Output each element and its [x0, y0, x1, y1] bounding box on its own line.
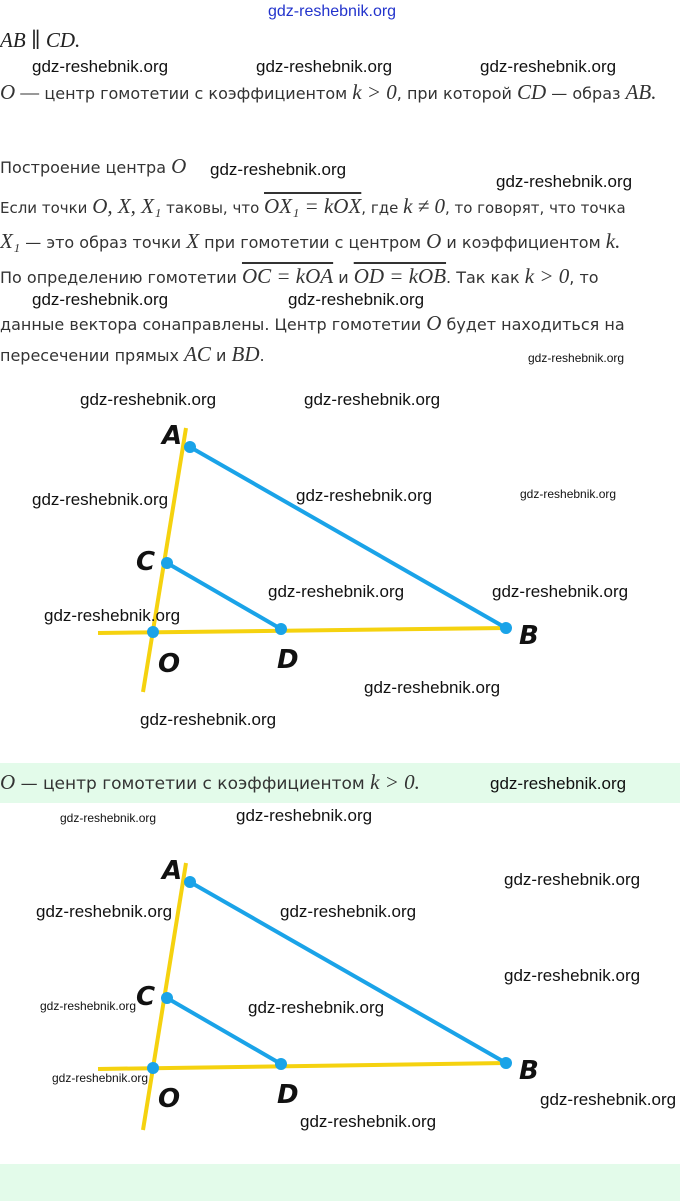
point-a [184, 876, 196, 888]
label-o: O [158, 1084, 180, 1114]
text-line: пересечении прямых AC и BD. [0, 342, 265, 366]
text-line: Если точки O, X, X₁ таковы, что OX₁ = kO… [0, 194, 626, 218]
watermark: gdz-reshebnik.org [36, 902, 173, 921]
bottom-band [0, 1164, 680, 1201]
watermark: gdz-reshebnik.org [504, 966, 641, 985]
text-line: X₁ — это образ точки X при гомотетии с ц… [0, 229, 621, 253]
watermark: gdz-reshebnik.org [520, 487, 617, 501]
label-a: A [160, 856, 182, 886]
watermark: gdz-reshebnik.org [44, 606, 181, 625]
point-c [161, 992, 173, 1004]
watermark: gdz-reshebnik.org [364, 678, 501, 697]
diagram-construction: A C O D B [97, 421, 539, 693]
label-b: B [519, 1056, 539, 1086]
point-b [500, 622, 512, 634]
watermark: gdz-reshebnik.org [268, 582, 405, 601]
point-d [275, 1058, 287, 1070]
watermark: gdz-reshebnik.org [40, 999, 137, 1013]
watermark: gdz-reshebnik.org [32, 57, 169, 76]
watermark: gdz-reshebnik.org [492, 582, 629, 601]
watermark: gdz-reshebnik.org [480, 57, 617, 76]
answer-band [0, 763, 680, 803]
segment-cd [165, 996, 283, 1066]
watermark: gdz-reshebnik.org [140, 710, 277, 729]
watermark: gdz-reshebnik.org [504, 870, 641, 889]
text-line: По определению гомотетии OC = kOA и OD =… [0, 264, 599, 288]
point-a [184, 441, 196, 453]
watermark: gdz-reshebnik.org [528, 351, 625, 365]
label-c: C [136, 547, 155, 577]
watermark: gdz-reshebnik.org [60, 811, 157, 825]
label-a: A [160, 421, 182, 451]
watermark: gdz-reshebnik.org [296, 486, 433, 505]
point-b [500, 1057, 512, 1069]
segment-ab [189, 445, 507, 630]
text-line: данные вектора сонаправлены. Центр гомот… [0, 311, 625, 335]
watermark: gdz-reshebnik.org [288, 290, 425, 309]
statement-parallel: AB ∥ CD. [0, 28, 81, 52]
watermark: gdz-reshebnik.org [496, 172, 633, 191]
watermark: gdz-reshebnik.org [280, 902, 417, 921]
watermark: gdz-reshebnik.org [300, 1112, 437, 1131]
header-watermark: gdz-reshebnik.org [268, 3, 397, 20]
line-bd [97, 1061, 507, 1071]
statement-homothety: O — центр гомотетии с коэффициентом k > … [0, 80, 657, 104]
segment-cd [165, 561, 283, 631]
point-o [147, 1062, 159, 1074]
watermark: gdz-reshebnik.org [304, 390, 441, 409]
label-o: O [158, 649, 180, 679]
watermark: gdz-reshebnik.org [52, 1071, 149, 1085]
label-d: D [277, 1080, 299, 1110]
label-d: D [277, 645, 299, 675]
diagram-answer: A C O D B [97, 856, 539, 1131]
watermark: gdz-reshebnik.org [256, 57, 393, 76]
point-c [161, 557, 173, 569]
segment-ab [189, 880, 507, 1065]
watermark: gdz-reshebnik.org [32, 290, 169, 309]
watermark: gdz-reshebnik.org [210, 160, 347, 179]
point-d [275, 623, 287, 635]
watermark: gdz-reshebnik.org [236, 806, 373, 825]
point-o [147, 626, 159, 638]
watermark: gdz-reshebnik.org [248, 998, 385, 1017]
section-heading: Построение центра O [0, 154, 187, 178]
line-bd [97, 626, 507, 635]
watermark: gdz-reshebnik.org [32, 490, 169, 509]
watermark: gdz-reshebnik.org [540, 1090, 677, 1109]
watermark: gdz-reshebnik.org [80, 390, 217, 409]
watermark: gdz-reshebnik.org [490, 774, 627, 793]
label-c: C [136, 982, 155, 1012]
label-b: B [519, 621, 539, 651]
answer-text: O — центр гомотетии с коэффициентом k > … [0, 770, 420, 794]
